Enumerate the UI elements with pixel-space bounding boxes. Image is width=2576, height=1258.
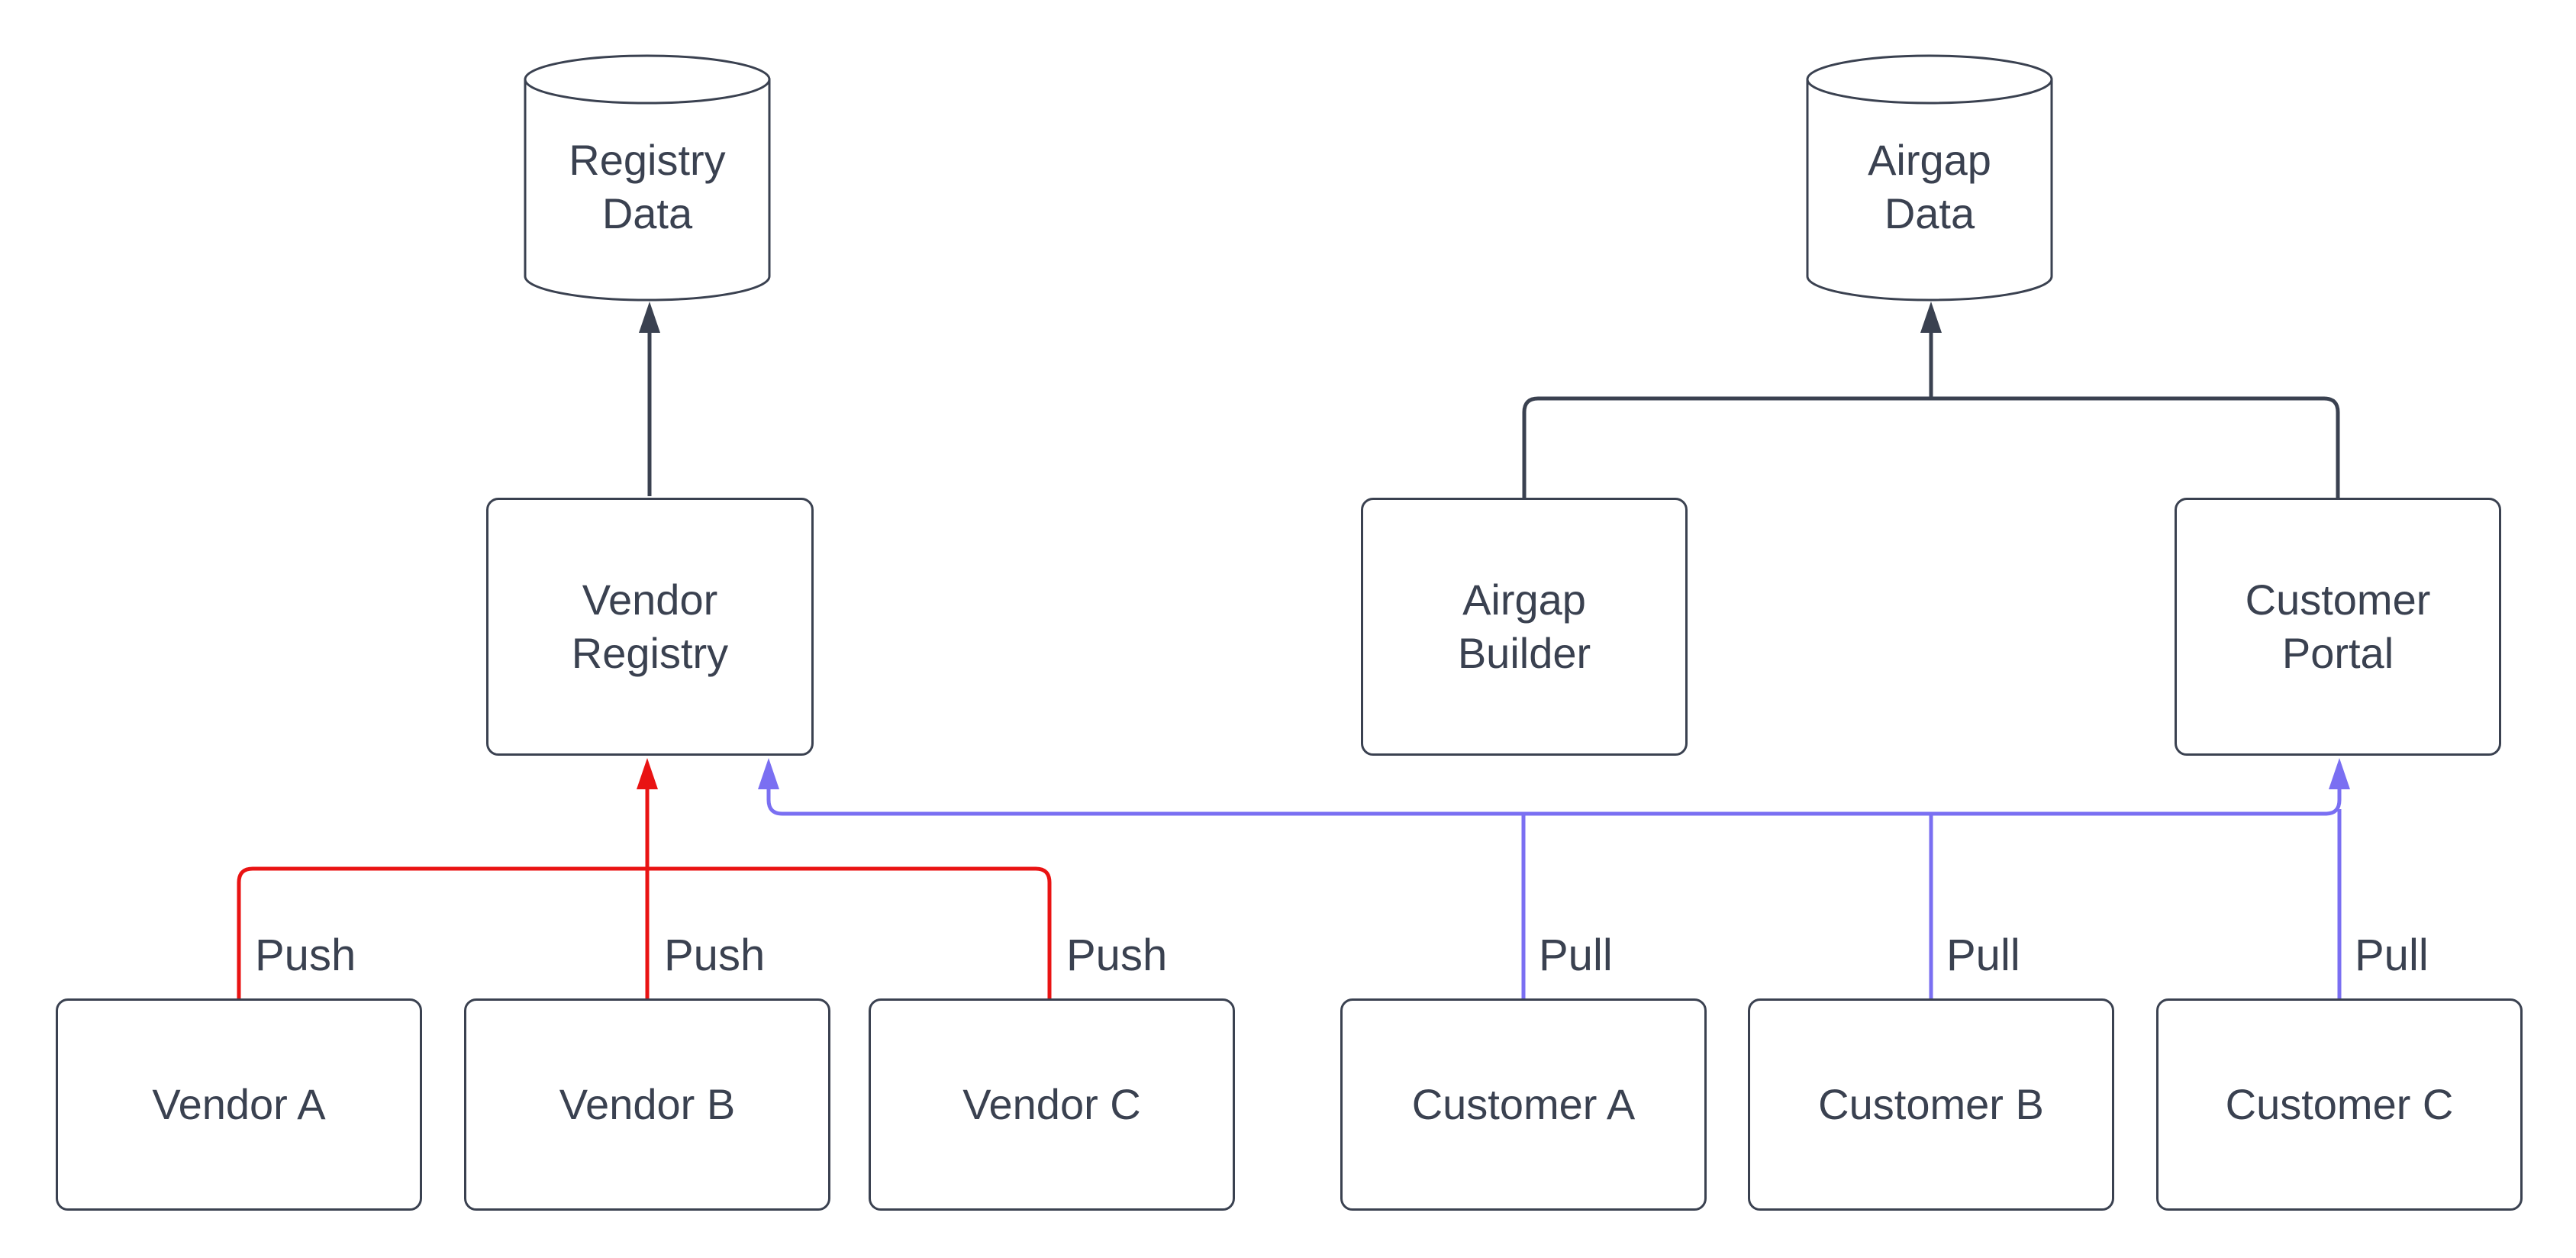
node-label: Registry Data — [569, 136, 726, 237]
node-customer-c: Customer C — [2156, 998, 2523, 1211]
node-customer-b: Customer B — [1748, 998, 2114, 1211]
edge-label-push-vendor-c: Push — [1066, 931, 1168, 980]
node-label: Customer A — [1411, 1080, 1636, 1128]
node-label: Airgap Builder — [1457, 576, 1591, 677]
edge-airgap-builder-customer-portal-bracket — [1522, 396, 2340, 498]
arrowhead-pull-vendor-registry — [758, 758, 779, 789]
cylinder-airgap-data — [1806, 54, 2053, 302]
edge-push-bus — [237, 866, 1052, 998]
edge-pull-bus — [766, 789, 2342, 816]
node-label: Vendor B — [559, 1080, 736, 1128]
node-vendor-b: Vendor B — [464, 998, 830, 1211]
node-customer-a: Customer A — [1340, 998, 1707, 1211]
edge-label-pull-customer-a: Pull — [1539, 931, 1613, 980]
node-vendor-a: Vendor A — [56, 998, 422, 1211]
edge-label-push-vendor-a: Push — [255, 931, 356, 980]
node-label: Customer B — [1818, 1080, 2044, 1128]
node-airgap-data-label-box: Airgap Data — [1815, 92, 2044, 282]
node-airgap-builder: Airgap Builder — [1361, 498, 1688, 756]
edge-label-pull-customer-b: Pull — [1946, 931, 2020, 980]
node-label: Customer C — [2225, 1080, 2454, 1128]
node-registry-data-label-box: Registry Data — [533, 92, 762, 282]
node-label: Airgap Data — [1868, 136, 1991, 237]
arrowhead-pull-customer-portal — [2329, 758, 2350, 789]
cylinder-registry-data — [524, 54, 771, 302]
arrowhead-airgap-data — [1920, 302, 1942, 333]
node-vendor-registry: Vendor Registry — [486, 498, 814, 756]
node-vendor-c: Vendor C — [869, 998, 1235, 1211]
node-label: Vendor Registry — [571, 576, 729, 677]
node-label: Customer Portal — [2245, 576, 2431, 677]
arrowhead-registry-data — [639, 302, 660, 333]
edge-label-push-vendor-b: Push — [664, 931, 766, 980]
node-label: Vendor C — [962, 1080, 1141, 1128]
edge-label-pull-customer-c: Pull — [2355, 931, 2429, 980]
arrowhead-push-vendor-registry — [637, 758, 658, 789]
node-customer-portal: Customer Portal — [2175, 498, 2501, 756]
node-label: Vendor A — [152, 1080, 326, 1128]
